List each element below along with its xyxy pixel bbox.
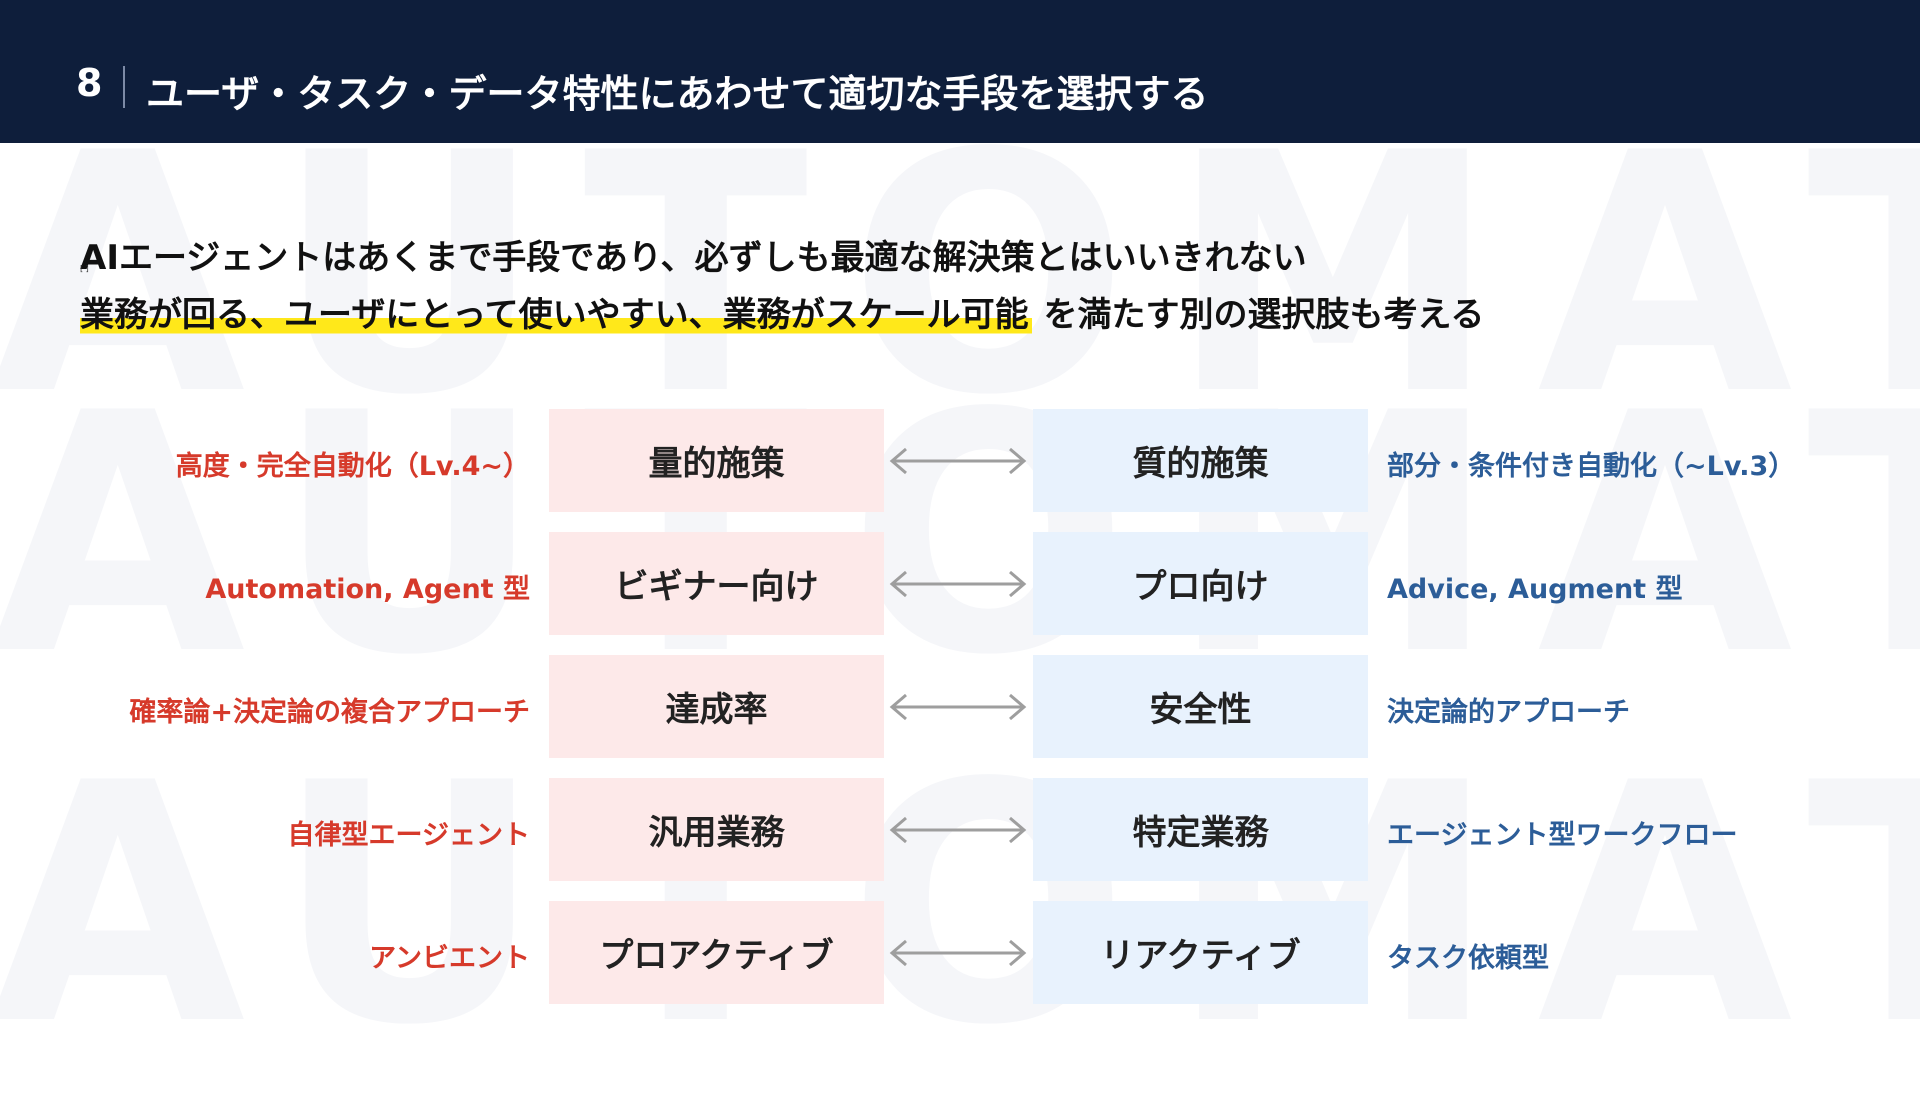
highlighted-text: 業務が回る、ユーザにとって使いやすい、業務がスケール可能 <box>80 295 1032 335</box>
right-label: エージェント型ワークフロー <box>1387 820 1738 851</box>
left-box: 量的施策 <box>549 409 884 512</box>
right-label: Advice, Augment 型 <box>1387 574 1683 605</box>
right-box: 特定業務 <box>1033 778 1368 881</box>
tiny-mark: [ ] <box>80 264 89 273</box>
header-divider <box>123 66 125 108</box>
left-box: 汎用業務 <box>549 778 884 881</box>
left-label: Automation, Agent 型 <box>205 574 530 605</box>
right-label: 決定論的アプローチ <box>1387 697 1630 728</box>
left-label: 高度・完全自動化（Lv.4~） <box>175 451 530 482</box>
right-box: 安全性 <box>1033 655 1368 758</box>
double-headed-arrow-icon <box>889 693 1027 721</box>
background-watermark: AUTOMATIC <box>0 83 1920 467</box>
double-headed-arrow-icon <box>889 447 1027 475</box>
lead-line-2-rest: を満たす別の選択肢も考える <box>1031 295 1485 335</box>
left-box: プロアクティブ <box>549 901 884 1004</box>
lead-line-2: 業務が回る、ユーザにとって使いやすい、業務がスケール可能 を満たす別の選択肢も考… <box>80 287 1484 336</box>
right-label: 部分・条件付き自動化（~Lv.3） <box>1387 451 1796 482</box>
slide-title: ユーザ・タスク・データ特性にあわせて適切な手段を選択する <box>146 72 1209 116</box>
left-label: 自律型エージェント <box>287 820 530 851</box>
background-watermark: AUTOMATIC <box>0 343 1920 727</box>
double-headed-arrow-icon <box>889 939 1027 967</box>
right-box: 質的施策 <box>1033 409 1368 512</box>
left-label: 確率論+決定論の複合アプローチ <box>129 697 530 728</box>
right-label: タスク依頼型 <box>1387 943 1549 974</box>
background-watermark: AUTOMATIC <box>0 713 1920 1097</box>
lead-line-1: AIエージェントはあくまで手段であり、必ずしも最適な解決策とはいいきれない <box>80 238 1307 278</box>
right-box: リアクティブ <box>1033 901 1368 1004</box>
left-box: ビギナー向け <box>549 532 884 635</box>
right-box: プロ向け <box>1033 532 1368 635</box>
double-headed-arrow-icon <box>889 570 1027 598</box>
double-headed-arrow-icon <box>889 816 1027 844</box>
left-label: アンビエント <box>369 943 530 974</box>
slide-header: 8 ユーザ・タスク・データ特性にあわせて適切な手段を選択する <box>0 0 1920 143</box>
slide-number: 8 <box>76 61 103 105</box>
left-box: 達成率 <box>549 655 884 758</box>
